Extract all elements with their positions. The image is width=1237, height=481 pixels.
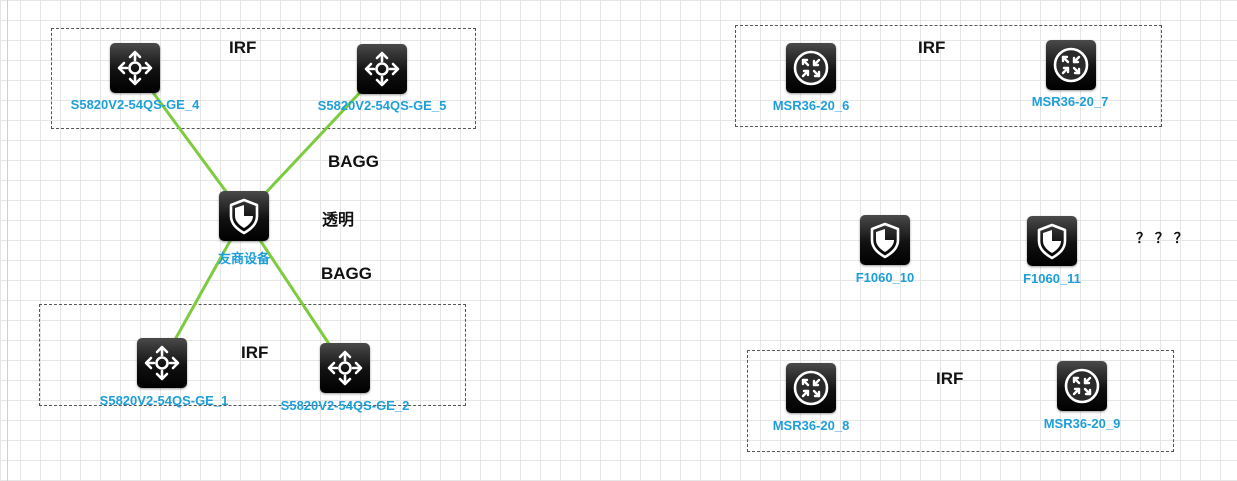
device-label-m9: MSR36-20_9 bbox=[1043, 416, 1121, 431]
firewall-icon bbox=[870, 222, 900, 259]
router-icon bbox=[1064, 368, 1100, 404]
canvas-left-rule bbox=[7, 0, 8, 481]
router-icon bbox=[1053, 47, 1089, 83]
l3-switch-icon bbox=[364, 51, 400, 87]
l3-switch-icon bbox=[144, 345, 180, 381]
device-label-m8: MSR36-20_8 bbox=[772, 418, 850, 433]
transparent-annotation: 透明 bbox=[322, 210, 355, 229]
irf-group-bottom-left: IRF bbox=[39, 304, 466, 406]
device-s4[interactable] bbox=[110, 43, 160, 93]
device-label-m6: MSR36-20_6 bbox=[772, 98, 850, 113]
irf-group-top-right: IRF bbox=[735, 25, 1162, 127]
unknown-annotation: ？ ？ ？ bbox=[1136, 231, 1188, 247]
device-m8[interactable] bbox=[786, 363, 836, 413]
device-label-f10: F1060_10 bbox=[855, 270, 915, 285]
device-m7[interactable] bbox=[1046, 40, 1096, 90]
device-label-s5: S5820V2-54QS-GE_5 bbox=[317, 98, 447, 113]
irf-label-bottom-right: IRF bbox=[936, 369, 964, 388]
device-s5[interactable] bbox=[357, 44, 407, 94]
firewall-icon bbox=[1037, 223, 1067, 260]
bagg-annotation-bottom: BAGG bbox=[321, 264, 372, 283]
irf-label-top-right: IRF bbox=[918, 38, 946, 57]
device-f11[interactable] bbox=[1027, 216, 1077, 266]
device-label-f11: F1060_11 bbox=[1023, 271, 1081, 286]
l3-switch-icon bbox=[117, 50, 153, 86]
device-label-m7: MSR36-20_7 bbox=[1031, 94, 1109, 109]
irf-label-top-left: IRF bbox=[229, 38, 257, 57]
device-s2[interactable] bbox=[320, 343, 370, 393]
device-label-fw: 友商设备 bbox=[217, 251, 271, 266]
device-s1[interactable] bbox=[137, 338, 187, 388]
device-label-s1: S5820V2-54QS-GE_1 bbox=[99, 393, 229, 408]
link-fw-s2[interactable] bbox=[242, 215, 347, 369]
l3-switch-icon bbox=[327, 350, 363, 386]
router-icon bbox=[793, 370, 829, 406]
device-f10[interactable] bbox=[860, 215, 910, 265]
irf-group-bottom-right: IRF bbox=[747, 350, 1174, 452]
firewall-icon bbox=[229, 198, 259, 235]
device-m9[interactable] bbox=[1057, 361, 1107, 411]
irf-label-bottom-left: IRF bbox=[241, 343, 269, 362]
device-fw[interactable] bbox=[219, 191, 269, 241]
bagg-annotation-top: BAGG bbox=[328, 152, 379, 171]
device-label-s4: S5820V2-54QS-GE_4 bbox=[70, 97, 200, 112]
irf-group-top-left: IRF bbox=[51, 28, 476, 129]
device-m6[interactable] bbox=[786, 43, 836, 93]
device-label-s2: S5820V2-54QS-GE_2 bbox=[280, 398, 410, 413]
router-icon bbox=[793, 50, 829, 86]
